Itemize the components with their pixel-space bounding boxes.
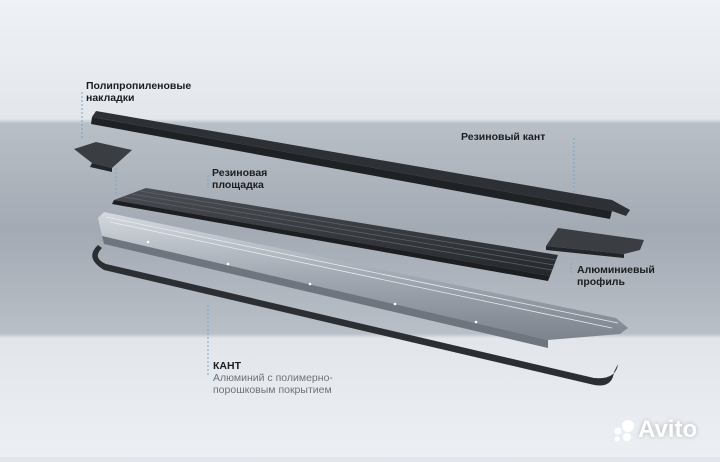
leader-lines: [81, 92, 575, 376]
label-polypropylene-pads: Полипропиленовые накладки: [86, 80, 192, 104]
label-aluminum-profile: Алюминиевый профиль: [577, 264, 655, 288]
avito-watermark: Avito: [612, 413, 712, 447]
aluminum-edge: [92, 245, 618, 386]
label-edge-title: КАНТ: [213, 360, 241, 372]
avito-logo-icon: [614, 420, 634, 442]
avito-logo-text: Avito: [638, 416, 698, 443]
label-rubber-edge: Резиновый кант: [461, 131, 546, 143]
right-end-cap: [546, 228, 644, 258]
aluminum-profile: [98, 212, 628, 348]
label-edge-desc-line1: Алюминий с полимерно-: [213, 372, 333, 384]
rubber-edge-strip: [91, 111, 630, 219]
rubber-pad: [112, 188, 558, 281]
label-edge-desc-line2: порошковым покрытием: [213, 384, 332, 396]
label-edge: КАНТ Алюминий с полимерно- порошковым по…: [213, 360, 333, 396]
left-end-cap: [74, 142, 132, 172]
label-rubber-pad: Резиновая площадка: [212, 167, 268, 191]
